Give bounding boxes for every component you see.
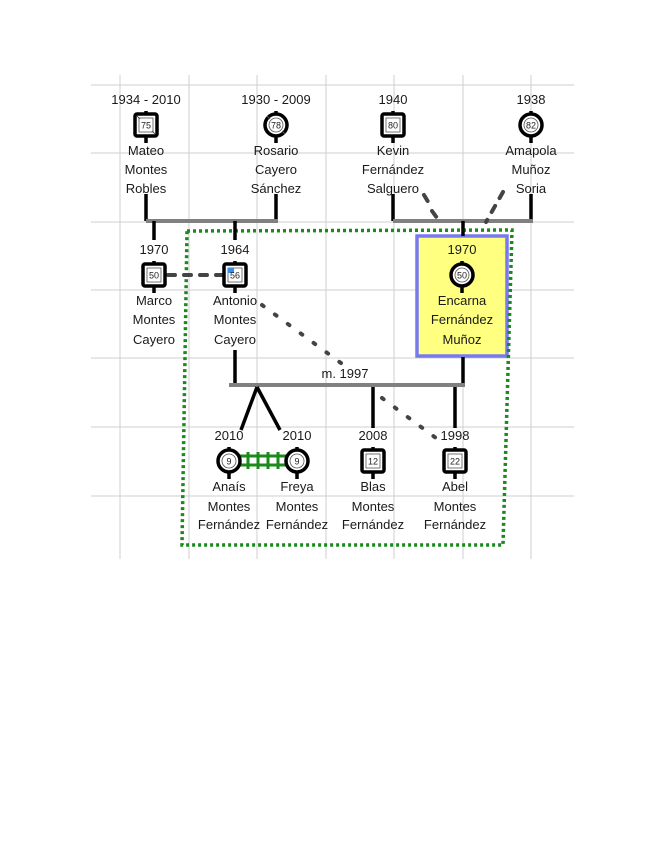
amapola-age: 82	[526, 121, 536, 131]
rosario-deceased-mark-2	[281, 130, 286, 135]
anais-years: 2010	[215, 428, 244, 443]
rosario-deceased-mark	[266, 115, 271, 120]
antonio-selection-marker	[228, 268, 234, 273]
kevin-age: 80	[388, 121, 398, 131]
kevin-name-line-3: Salguero	[367, 181, 419, 196]
antonio-name-line-2: Montes	[214, 312, 257, 327]
encarna-name-line-3: Muñoz	[442, 332, 481, 347]
anais-name-line-2: Montes	[208, 499, 251, 514]
freya-twin-line	[255, 386, 282, 431]
kevin-name-line-1: Kevin	[377, 143, 410, 158]
anais-age: 9	[226, 457, 231, 467]
abel-age: 22	[450, 457, 460, 467]
amapola-name-line-1: Amapola	[505, 143, 557, 158]
kevin-encarna-distant-line	[430, 209, 442, 224]
mateo-name-line-3: Robles	[126, 181, 167, 196]
abel-age-box	[447, 453, 463, 469]
blas-name-line-1: Blas	[360, 479, 386, 494]
mateo-name-line-1: Mateo	[128, 143, 164, 158]
kevin-age-box	[385, 117, 401, 133]
kevin-encarna-distant-line-2	[422, 193, 432, 207]
encarna-years: 1970	[448, 242, 477, 257]
twin-link	[240, 452, 286, 469]
blas-years: 2008	[359, 428, 388, 443]
mateo-years: 1934 - 2010	[111, 92, 180, 107]
rosario-name-line-3: Sánchez	[251, 181, 302, 196]
blas-name-line-2: Montes	[352, 499, 395, 514]
abel-name-line-2: Montes	[434, 499, 477, 514]
mateo-age: 75	[141, 121, 151, 131]
kevin-name-line-2: Fernández	[362, 162, 424, 177]
freya-name-line-3: Fernández	[266, 517, 328, 532]
encarna-age-box	[454, 267, 470, 283]
anais-name-line-1: Anaís	[212, 479, 246, 494]
household-group-border	[180, 228, 514, 547]
marco-years: 1970	[140, 242, 169, 257]
marco-age-box	[146, 267, 162, 283]
mateo-deceased-mark	[136, 115, 141, 120]
encarna-name-line-2: Fernández	[431, 312, 493, 327]
anais-name-line-3: Fernández	[198, 517, 260, 532]
marco-name-line-3: Cayero	[133, 332, 175, 347]
amapola-age-box	[523, 117, 539, 133]
marriage-label: m. 1997	[322, 366, 369, 381]
amapola-name-line-2: Muñoz	[511, 162, 550, 177]
marco-age: 50	[149, 271, 159, 281]
marco-name-line-1: Marco	[136, 293, 172, 308]
freya-age: 9	[294, 457, 299, 467]
mateo-name-line-2: Montes	[125, 162, 168, 177]
kevin-years: 1940	[379, 92, 408, 107]
abel-name-line-3: Fernández	[424, 517, 486, 532]
freya-years: 2010	[283, 428, 312, 443]
anais-age-box	[221, 453, 237, 469]
freya-age-box	[289, 453, 305, 469]
amapola-name-line-3: Soria	[516, 181, 547, 196]
amapola-years: 1938	[517, 92, 546, 107]
antonio-name-line-3: Cayero	[214, 332, 256, 347]
rosario-age-box	[268, 117, 284, 133]
antonio-years: 1964	[221, 242, 250, 257]
blas-name-line-3: Fernández	[342, 517, 404, 532]
blas-age-box	[365, 453, 381, 469]
encarna-highlight-box[interactable]	[415, 234, 509, 358]
marco-name-line-2: Montes	[133, 312, 176, 327]
rosario-years: 1930 - 2009	[241, 92, 310, 107]
rosario-age: 78	[271, 121, 281, 131]
rosario-name-line-2: Cayero	[255, 162, 297, 177]
rosario-name-line-1: Rosario	[254, 143, 299, 158]
mateo-age-box	[138, 117, 154, 133]
freya-name-line-1: Freya	[280, 479, 314, 494]
antonio-abel-dotted-line-2	[380, 396, 442, 443]
encarna-name-line-1: Encarna	[438, 293, 487, 308]
antonio-abel-dotted-line	[260, 303, 347, 368]
antonio-age: 56	[230, 271, 240, 281]
mateo-deceased-mark-2	[151, 130, 156, 135]
anais-twin-line	[239, 386, 259, 431]
freya-name-line-2: Montes	[276, 499, 319, 514]
amapola-encarna-distant-line	[484, 190, 505, 224]
encarna-age: 50	[457, 271, 467, 281]
blas-age: 12	[368, 457, 378, 467]
abel-name-line-1: Abel	[442, 479, 468, 494]
antonio-name-line-1: Antonio	[213, 293, 257, 308]
abel-years: 1998	[441, 428, 470, 443]
